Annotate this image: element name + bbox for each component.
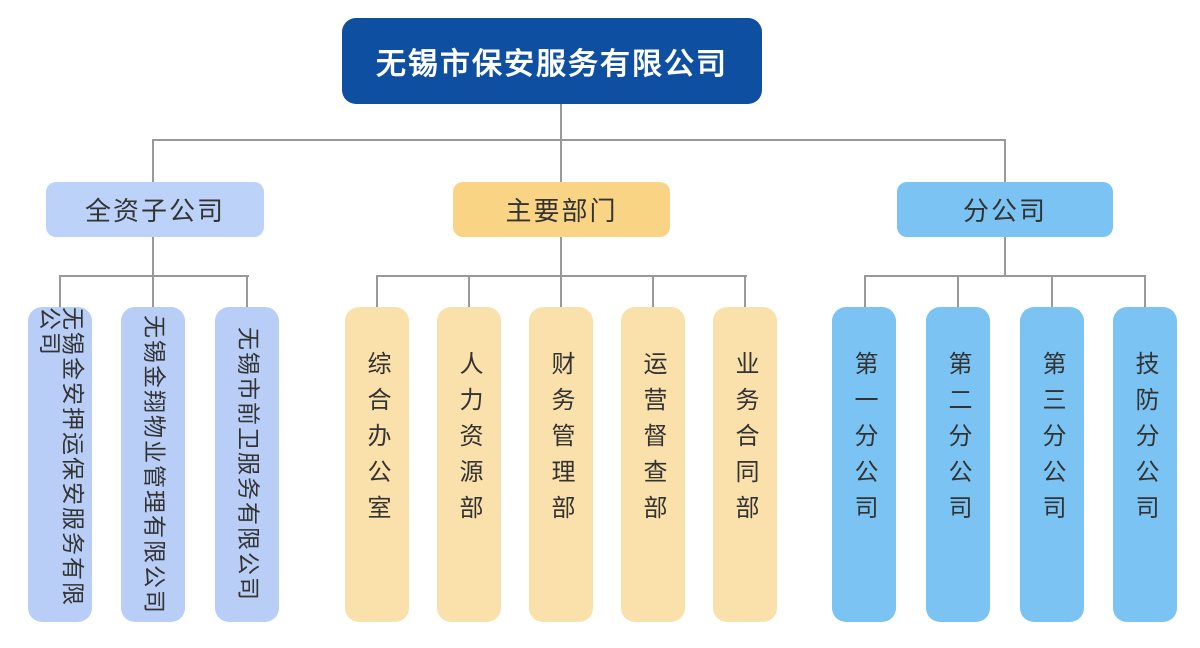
connector-group1-stub1 bbox=[59, 275, 61, 308]
connector-drop-group1 bbox=[152, 139, 154, 183]
node-department-4-label: 运营督查部 bbox=[639, 351, 667, 531]
node-department-3-label: 财务管理部 bbox=[547, 351, 575, 531]
node-branch-1-label: 第一分公司 bbox=[850, 351, 878, 531]
connector-group2-stem bbox=[560, 236, 562, 277]
node-department-2: 人力资源部 bbox=[437, 307, 501, 622]
group-header-subsidiaries-label: 全资子公司 bbox=[84, 197, 225, 227]
connector-group1-stub3 bbox=[246, 275, 248, 308]
connector-group1-stem bbox=[152, 236, 154, 277]
root-company-node: 无锡市保安服务有限公司 bbox=[342, 18, 762, 104]
group-header-departments-label: 主要部门 bbox=[505, 197, 618, 227]
node-subsidiary-1: 无锡金安押运保安服务有限公司 bbox=[28, 307, 92, 622]
connector-group3-rail bbox=[864, 275, 1146, 277]
connector-group1-stub2 bbox=[152, 275, 154, 308]
node-branch-3-label: 第三分公司 bbox=[1038, 351, 1066, 531]
connector-group2-stub4 bbox=[652, 275, 654, 308]
connector-group1-rail bbox=[59, 275, 249, 277]
group-header-branches: 分公司 bbox=[897, 182, 1113, 237]
node-branch-2-label: 第二分公司 bbox=[944, 351, 972, 531]
group-header-departments: 主要部门 bbox=[453, 182, 670, 237]
node-subsidiary-2-label: 无锡金翔物业管理有限公司 bbox=[140, 314, 167, 615]
node-subsidiary-3: 无锡市前卫服务有限公司 bbox=[215, 307, 279, 622]
group-header-subsidiaries: 全资子公司 bbox=[46, 182, 264, 237]
connector-top-rail bbox=[152, 139, 1006, 141]
node-department-4: 运营督查部 bbox=[621, 307, 685, 622]
node-subsidiary-1-label: 无锡金安押运保安服务有限公司 bbox=[36, 307, 85, 607]
node-department-5: 业务合同部 bbox=[713, 307, 777, 622]
node-department-5-label: 业务合同部 bbox=[731, 351, 759, 531]
group-header-branches-label: 分公司 bbox=[962, 197, 1047, 227]
connector-group3-stub2 bbox=[957, 275, 959, 308]
node-branch-3: 第三分公司 bbox=[1020, 307, 1084, 622]
connector-group2-stub5 bbox=[744, 275, 746, 308]
connector-group3-stub4 bbox=[1144, 275, 1146, 308]
connector-group3-stub1 bbox=[864, 275, 866, 308]
connector-group2-stub2 bbox=[468, 275, 470, 308]
node-department-1: 综合办公室 bbox=[345, 307, 409, 622]
node-department-2-label: 人力资源部 bbox=[455, 351, 483, 531]
connector-drop-group3 bbox=[1004, 139, 1006, 183]
node-subsidiary-3-label: 无锡市前卫服务有限公司 bbox=[234, 327, 261, 602]
connector-root-drop bbox=[560, 103, 562, 140]
node-branch-2: 第二分公司 bbox=[926, 307, 990, 622]
connector-group2-stub1 bbox=[376, 275, 378, 308]
connector-drop-group2 bbox=[560, 139, 562, 183]
node-department-1-label: 综合办公室 bbox=[363, 351, 391, 531]
connector-group3-stub3 bbox=[1051, 275, 1053, 308]
connector-group2-stub3 bbox=[560, 275, 562, 308]
root-company-label: 无锡市保安服务有限公司 bbox=[376, 47, 728, 82]
node-branch-1: 第一分公司 bbox=[832, 307, 896, 622]
connector-group3-stem bbox=[1004, 236, 1006, 277]
node-branch-4: 技防分公司 bbox=[1113, 307, 1177, 622]
node-branch-4-label: 技防分公司 bbox=[1131, 351, 1159, 531]
node-subsidiary-2: 无锡金翔物业管理有限公司 bbox=[121, 307, 185, 622]
node-department-3: 财务管理部 bbox=[529, 307, 593, 622]
